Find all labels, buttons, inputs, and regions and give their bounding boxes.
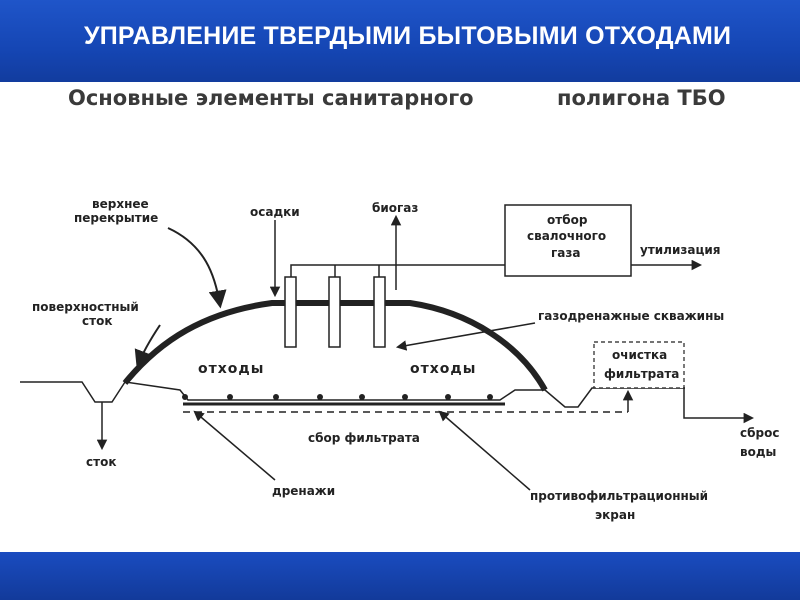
label-top-cover-1: верхнее bbox=[92, 197, 149, 211]
leachate-treatment-box bbox=[593, 341, 685, 389]
drain-point bbox=[445, 394, 451, 400]
diagram-title-part1: Основные элементы санитарного bbox=[68, 86, 474, 110]
label-surface-runoff-1: поверхностный bbox=[32, 300, 139, 314]
label-drains: дренажи bbox=[272, 484, 335, 498]
drain-point bbox=[402, 394, 408, 400]
drain-point bbox=[227, 394, 233, 400]
drain-point bbox=[487, 394, 493, 400]
footer-bar bbox=[0, 552, 800, 600]
label-gas-extraction-1: отбор bbox=[547, 213, 588, 227]
label-leachate-treatment-1: очистка bbox=[612, 348, 667, 362]
label-leachate-treatment-2: фильтрата bbox=[604, 367, 679, 381]
label-gas-wells: газодренажные скважины bbox=[538, 309, 724, 323]
gas-wells bbox=[284, 276, 386, 348]
label-gas-extraction-2: свалочного bbox=[527, 229, 606, 243]
gas-extraction-box bbox=[504, 204, 632, 277]
label-gas-extraction-3: газа bbox=[551, 246, 580, 260]
diagram-title-part2: полигона ТБО bbox=[557, 86, 726, 110]
surface-runoff-arrow bbox=[134, 324, 161, 369]
drains-leader bbox=[193, 410, 276, 481]
label-water-discharge-1: сброс bbox=[740, 426, 779, 440]
drain-points bbox=[182, 394, 493, 400]
label-leachate-collection: сбор фильтрата bbox=[308, 431, 420, 445]
water-discharge-arrow bbox=[683, 388, 755, 424]
gas-well bbox=[328, 276, 341, 348]
label-precipitation: осадки bbox=[250, 205, 300, 219]
label-waste-left: отходы bbox=[198, 361, 264, 377]
label-water-discharge-2: воды bbox=[740, 445, 776, 459]
label-liner-2: экран bbox=[595, 508, 635, 522]
header-title: УПРАВЛЕНИЕ ТВЕРДЫМИ БЫТОВЫМИ ОТХОДАМИ bbox=[84, 22, 732, 50]
drain-point bbox=[359, 394, 365, 400]
label-top-cover-2: перекрытие bbox=[74, 211, 158, 225]
header-bar: УПРАВЛЕНИЕ ТВЕРДЫМИ БЫТОВЫМИ ОТХОДАМИ bbox=[0, 0, 800, 82]
gas-well bbox=[373, 276, 386, 348]
gas-wells-leader bbox=[395, 322, 536, 351]
label-liner-1: противофильтрационный bbox=[530, 489, 708, 503]
label-biogas: биогаз bbox=[372, 201, 418, 215]
ground-profile bbox=[20, 381, 685, 408]
label-waste-right: отходы bbox=[410, 361, 476, 377]
drain-point bbox=[273, 394, 279, 400]
drain-point bbox=[182, 394, 188, 400]
label-surface-runoff-2: сток bbox=[82, 314, 112, 328]
drain-point bbox=[317, 394, 323, 400]
top-cover bbox=[122, 300, 548, 392]
label-runoff: сток bbox=[86, 455, 116, 469]
liner-leader bbox=[438, 410, 531, 491]
gas-well bbox=[284, 276, 297, 348]
label-utilization: утилизация bbox=[640, 243, 720, 257]
gas-collection-pipe bbox=[290, 264, 505, 277]
top-cover-leader bbox=[167, 227, 227, 309]
